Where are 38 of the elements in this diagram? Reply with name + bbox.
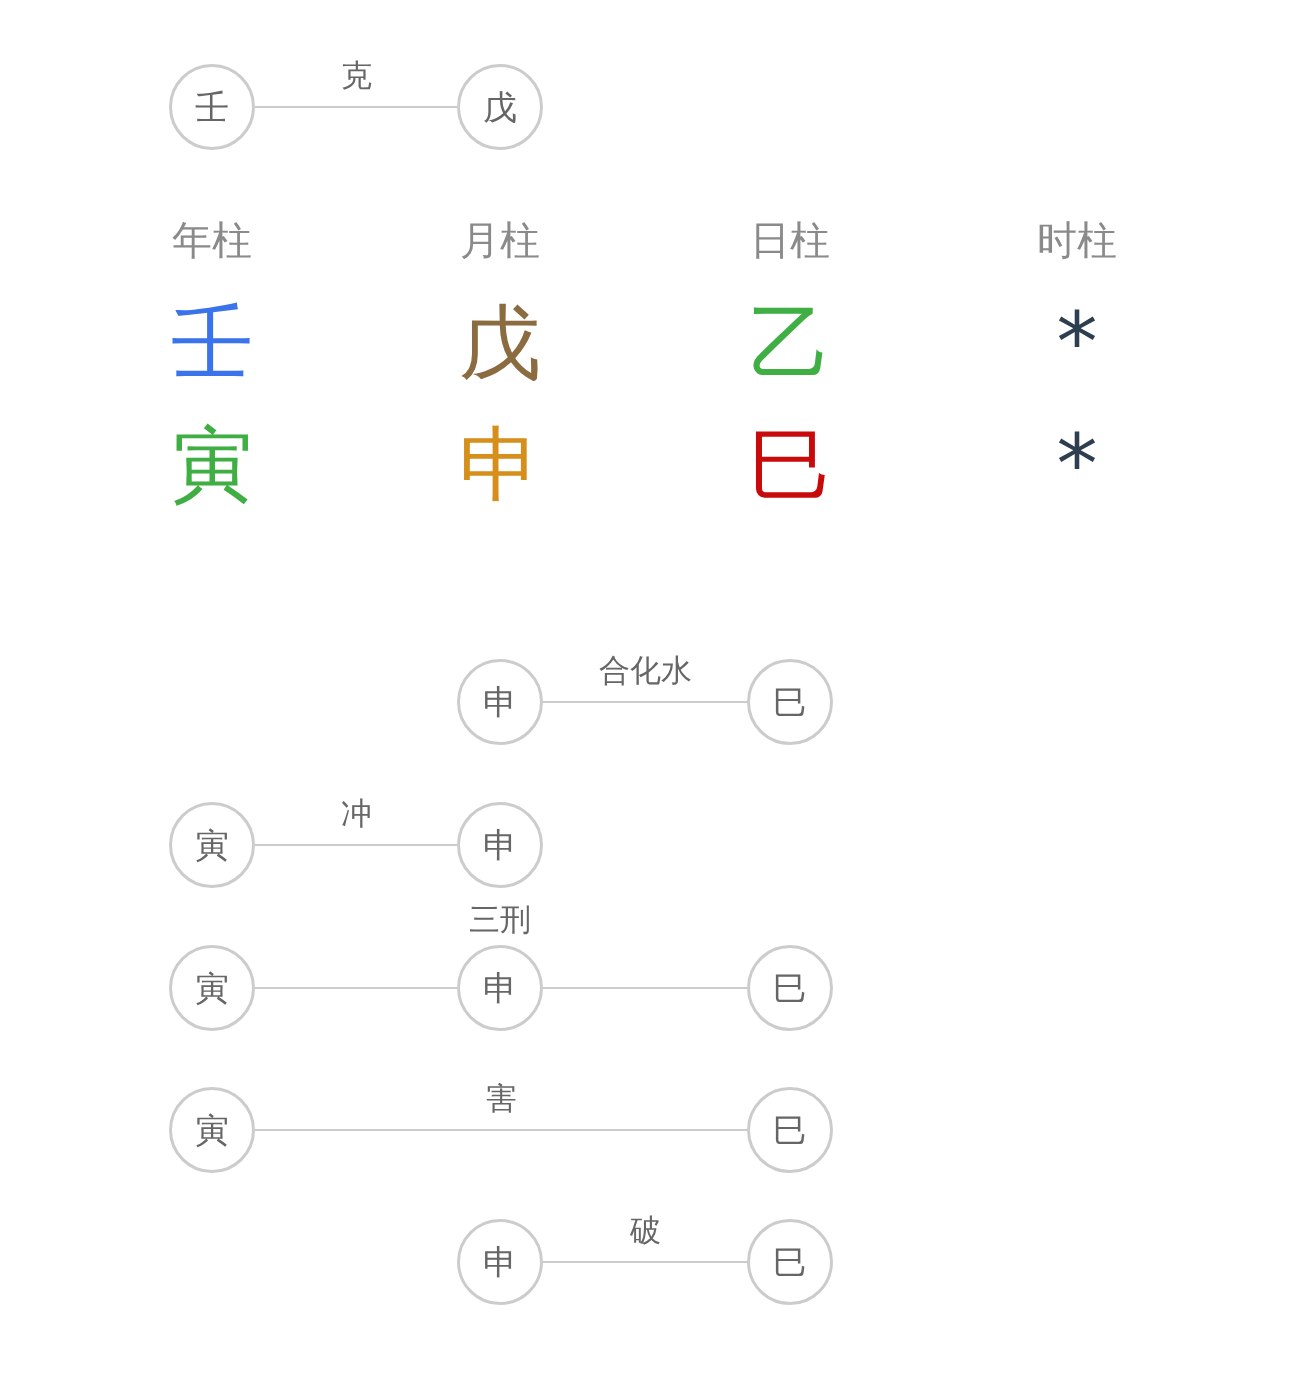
character-circle: 壬 xyxy=(169,64,255,150)
placeholder-symbol: * xyxy=(1056,424,1098,506)
character-circle: 戊 xyxy=(457,64,543,150)
connector-line xyxy=(254,844,458,846)
edge-label: 破 xyxy=(629,1214,661,1246)
placeholder-symbol: * xyxy=(1056,302,1098,384)
edge-label: 害 xyxy=(485,1082,517,1114)
edge-label: 克 xyxy=(340,59,372,91)
column-header: 年柱 xyxy=(172,220,252,260)
connector-line xyxy=(254,987,458,989)
branch-character: 寅 xyxy=(171,424,253,506)
connector-line xyxy=(542,701,748,703)
character-circle: 申 xyxy=(457,1219,543,1305)
character-circle: 巳 xyxy=(747,1219,833,1305)
edge-label: 合化水 xyxy=(598,654,692,686)
connector-line xyxy=(254,106,458,108)
connector-line xyxy=(542,987,748,989)
branch-character: 巳 xyxy=(749,424,831,506)
branch-character: 申 xyxy=(459,424,541,506)
character-circle: 申 xyxy=(457,802,543,888)
column-header: 日柱 xyxy=(750,220,830,260)
character-circle: 寅 xyxy=(169,1087,255,1173)
character-circle: 寅 xyxy=(169,945,255,1031)
edge-label: 冲 xyxy=(340,797,372,829)
character-circle: 申 xyxy=(457,659,543,745)
connector-line xyxy=(542,1261,748,1263)
character-circle: 申 xyxy=(457,945,543,1031)
character-circle: 寅 xyxy=(169,802,255,888)
stem-character: 戊 xyxy=(459,302,541,384)
stem-character: 壬 xyxy=(171,302,253,384)
column-header: 月柱 xyxy=(460,220,540,260)
relation-label: 三刑 xyxy=(469,903,531,935)
stem-character: 乙 xyxy=(749,302,831,384)
column-header: 时柱 xyxy=(1037,220,1117,260)
connector-line xyxy=(254,1129,748,1131)
character-circle: 巳 xyxy=(747,659,833,745)
character-circle: 巳 xyxy=(747,1087,833,1173)
character-circle: 巳 xyxy=(747,945,833,1031)
